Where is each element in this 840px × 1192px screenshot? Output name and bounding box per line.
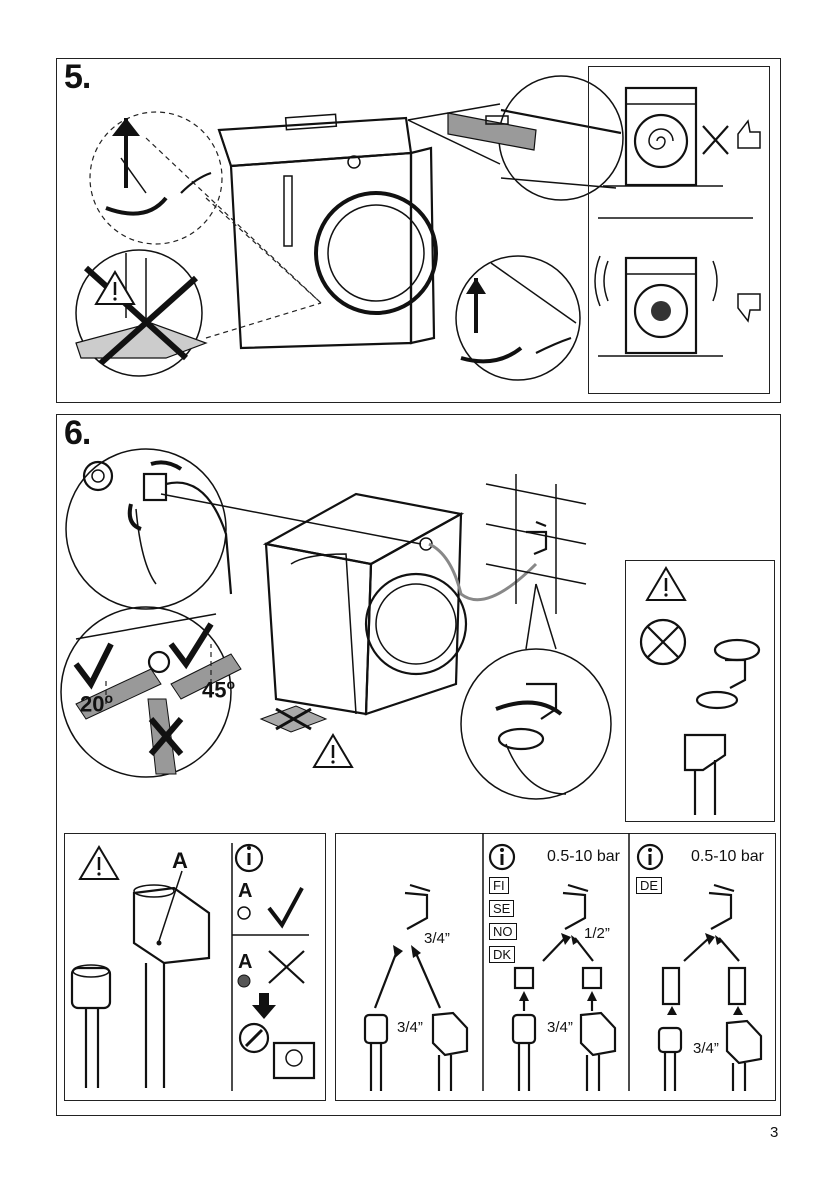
hose-connector-round (513, 1015, 535, 1091)
machine-vibrating (595, 256, 723, 356)
hose-fitting (685, 735, 725, 815)
no-water-icon (269, 951, 304, 983)
angle-20-label: 20o (80, 690, 113, 717)
page-number: 3 (770, 1124, 778, 1141)
washing-machine-back (266, 494, 466, 714)
hose-connector-angled (433, 1013, 467, 1091)
check-icon (76, 644, 111, 684)
tap-icon (405, 885, 430, 929)
info-a-label-1: A (238, 880, 252, 903)
wrench-icon (240, 1024, 268, 1052)
hose-to-machine-connection (84, 462, 231, 594)
tap-cleaning-hand (496, 684, 566, 794)
tap-icon (563, 885, 588, 929)
no-water-icon (641, 620, 685, 664)
tap-col1-drawing (335, 833, 483, 1101)
washing-machine-leveling-drawing (219, 114, 436, 348)
warning-icon (647, 568, 685, 600)
hose-connector-angled (727, 1021, 761, 1091)
check-icon (269, 888, 302, 925)
col1-hose-thread: 3/4” (397, 1019, 423, 1036)
hose-connector-angled (581, 1013, 615, 1091)
col2-tap-thread: 1/2” (584, 925, 610, 942)
col2-hose-thread: 3/4” (547, 1019, 573, 1036)
col3-hose-thread: 3/4” (693, 1040, 719, 1057)
info-a-label-2: A (238, 951, 252, 974)
tap-icon (526, 522, 546, 554)
thumbs-down-icon (738, 294, 760, 321)
floor-mat-cross (261, 706, 326, 732)
angle-45-label: 45o (202, 676, 235, 703)
tap-icon (709, 885, 734, 929)
warning-icon (312, 733, 354, 769)
info-icon (236, 845, 262, 871)
hose-connector-round (72, 965, 110, 1088)
hose-connector-angled (134, 871, 209, 1088)
col1-tap-thread: 3/4” (424, 930, 450, 947)
tap-icon (697, 640, 759, 708)
warning-icon (94, 270, 136, 306)
check-icon (171, 624, 211, 664)
tap-col2-drawing (483, 833, 629, 1101)
cross-icon-ear (703, 126, 728, 154)
vibration-comparison (588, 66, 770, 394)
hose-connector-round (659, 1028, 681, 1091)
zoom-foot-adjust-bottom-right (461, 263, 576, 361)
machine-stable (603, 88, 723, 186)
inlet-hose-drawing (64, 833, 326, 1101)
arrow-down-icon (252, 993, 276, 1019)
tap-warning-illustration (625, 560, 775, 822)
zoom-foot-adjust-top-left (106, 118, 211, 214)
thumbs-up-icon (738, 121, 760, 148)
hose-connector-round (365, 1015, 387, 1091)
phone-service-icon (274, 1043, 314, 1078)
tap-col3-drawing (629, 833, 776, 1101)
